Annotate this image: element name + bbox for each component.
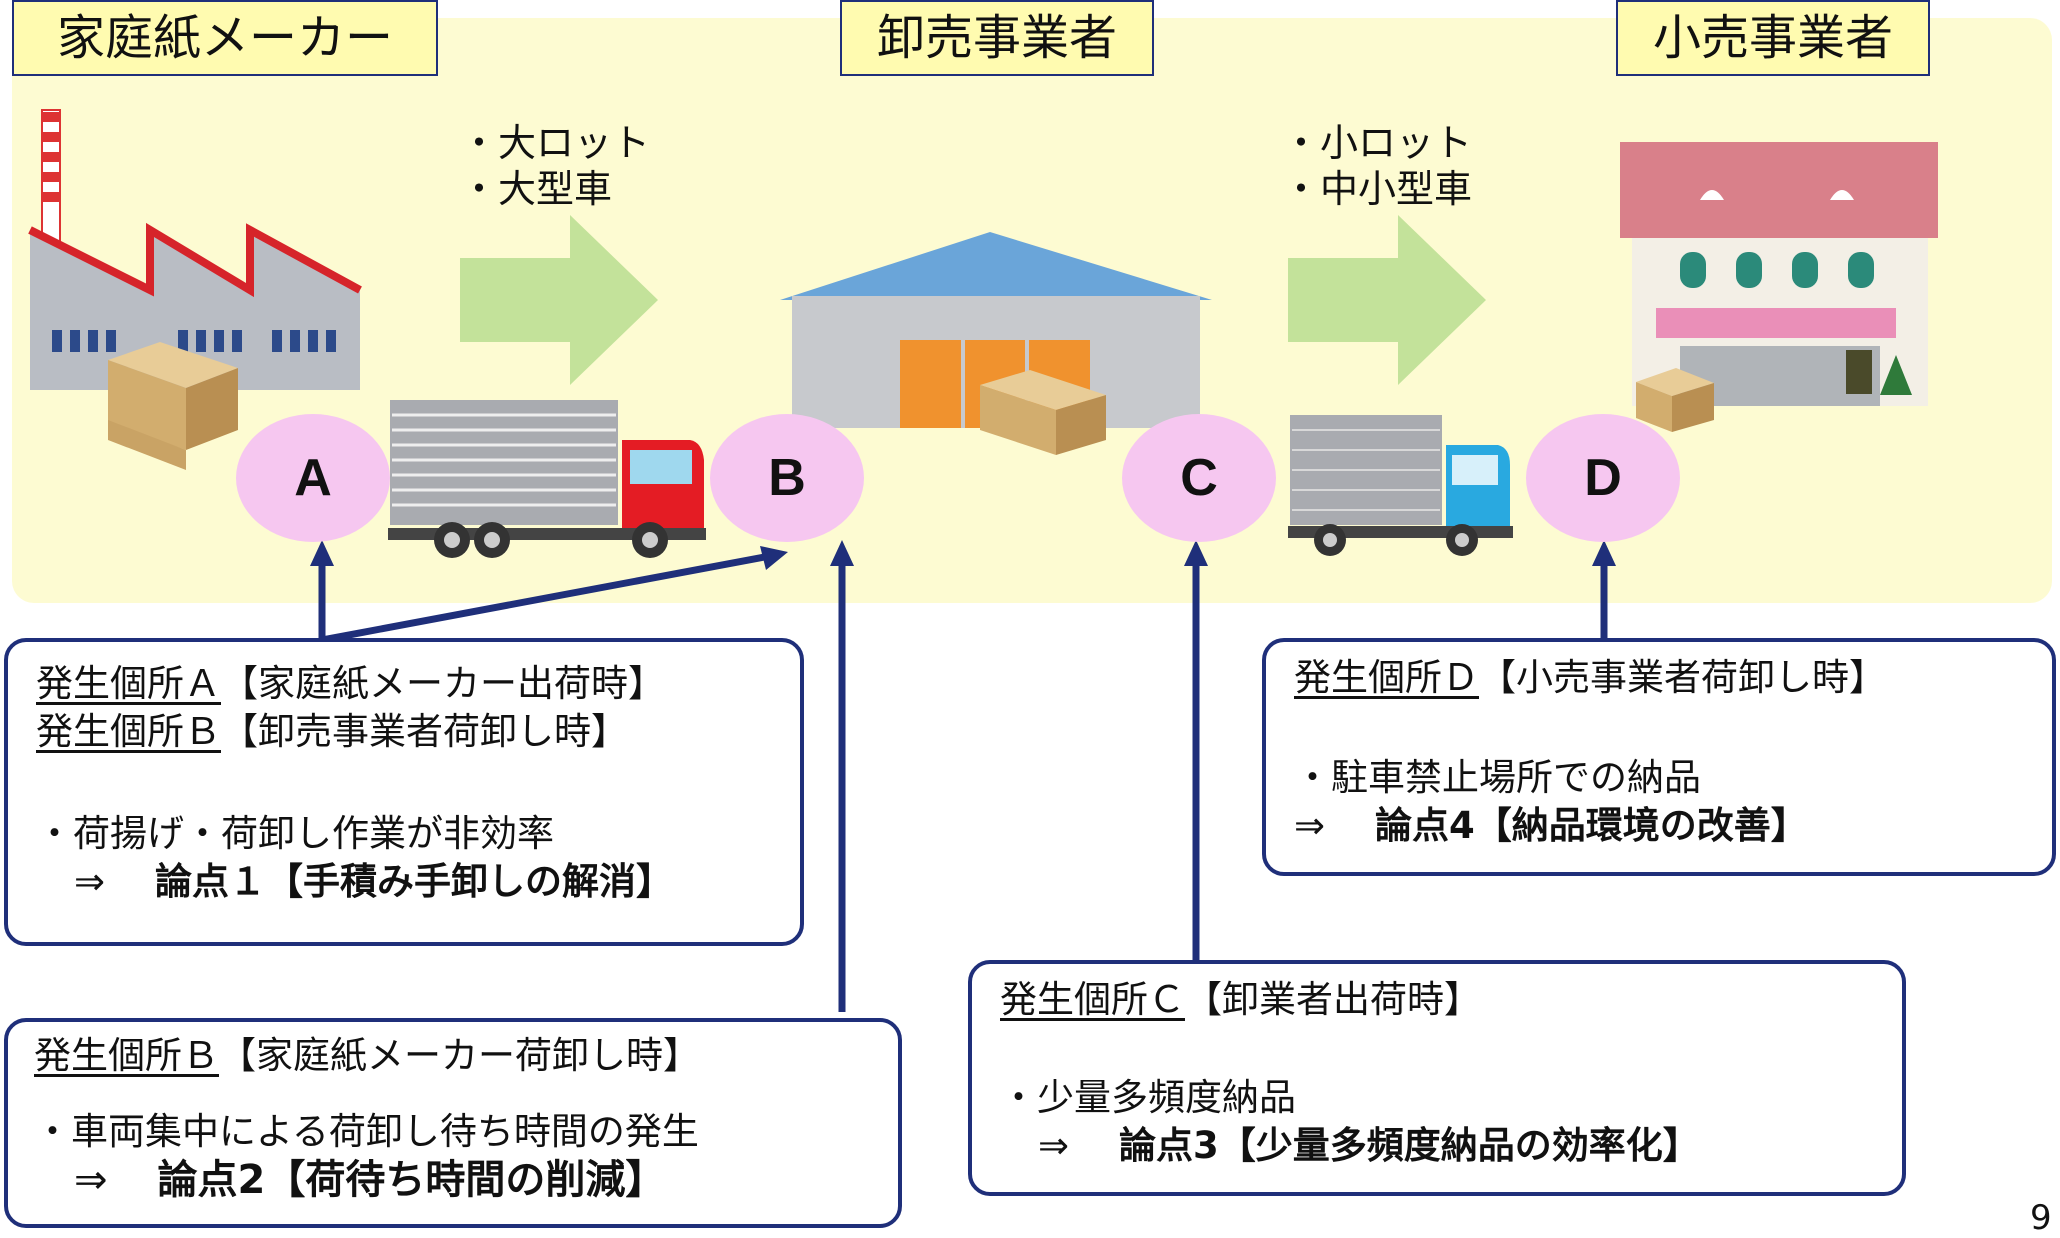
box3-title: 発生個所Ｃ【卸業者出荷時】: [1000, 978, 1481, 1021]
note-small-lot: ・小ロット: [1282, 121, 1473, 165]
box2-bullet: ・車両集中による荷卸し待ち時間の発生: [34, 1110, 699, 1153]
issue-box-c: 発生個所Ｃ【卸業者出荷時】 ・少量多頻度納品 ⇒論点3【少量多頻度納品の効率化】: [968, 960, 1906, 1196]
factory-icon: [28, 109, 362, 390]
cardboard-box-icon: [108, 342, 238, 470]
box1-line1: 発生個所Ａ【家庭紙メーカー出荷時】: [36, 662, 665, 705]
transport-note-left: ・大ロット ・大型車: [460, 120, 650, 212]
box4-title: 発生個所Ｄ【小売事業者荷卸し時】: [1294, 656, 1886, 699]
point-c-marker: C: [1122, 414, 1276, 542]
arrowhead-c: [1184, 540, 1208, 566]
box1-issue: ⇒論点１【手積み手卸しの解消】: [74, 860, 674, 903]
flow-arrow-right: [1288, 215, 1486, 385]
stage-header-maker: 家庭紙メーカー: [12, 0, 438, 76]
note-small-truck: ・中小型車: [1282, 167, 1473, 211]
point-d-marker: D: [1526, 414, 1680, 542]
box1-bullet: ・荷揚げ・荷卸し作業が非効率: [36, 812, 554, 855]
box2-title: 発生個所Ｂ【家庭紙メーカー荷卸し時】: [34, 1034, 700, 1077]
warehouse-icon: [780, 232, 1212, 455]
stage-header-retailer: 小売事業者: [1616, 0, 1930, 76]
issue-box-b: 発生個所Ｂ【家庭紙メーカー荷卸し時】 ・車両集中による荷卸し待ち時間の発生 ⇒論…: [4, 1018, 902, 1228]
page-number: 9: [2030, 1198, 2052, 1238]
flow-arrow-left: [460, 215, 658, 385]
issue-box-a-b: 発生個所Ａ【家庭紙メーカー出荷時】 発生個所Ｂ【卸売事業者荷卸し時】 ・荷揚げ・…: [4, 638, 804, 946]
arrowhead-d: [1592, 540, 1616, 566]
arrowhead-b-vert: [830, 540, 854, 566]
small-truck-icon: [1288, 415, 1513, 556]
stage-header-wholesaler: 卸売事業者: [840, 0, 1154, 76]
note-large-truck: ・大型車: [460, 167, 613, 211]
box3-issue: ⇒論点3【少量多頻度納品の効率化】: [1038, 1124, 1700, 1167]
box4-bullet: ・駐車禁止場所での納品: [1294, 756, 1701, 799]
issue-box-d: 発生個所Ｄ【小売事業者荷卸し時】 ・駐車禁止場所での納品 ⇒論点4【納品環境の改…: [1262, 638, 2056, 876]
retail-store-icon: [1620, 142, 1938, 432]
box1-line2: 発生個所Ｂ【卸売事業者荷卸し時】: [36, 710, 628, 753]
arrowhead-b-diag: [760, 546, 788, 570]
arrowhead-a: [310, 540, 334, 566]
large-truck-icon: [388, 400, 706, 558]
note-large-lot: ・大ロット: [460, 121, 651, 165]
box4-issue: ⇒論点4【納品環境の改善】: [1294, 804, 1808, 847]
box2-issue: ⇒論点2【荷待ち時間の削減】: [74, 1157, 666, 1203]
box3-bullet: ・少量多頻度納品: [1000, 1076, 1296, 1119]
transport-note-right: ・小ロット ・中小型車: [1282, 120, 1472, 212]
point-b-marker: B: [710, 414, 864, 542]
point-a-marker: A: [236, 414, 390, 542]
